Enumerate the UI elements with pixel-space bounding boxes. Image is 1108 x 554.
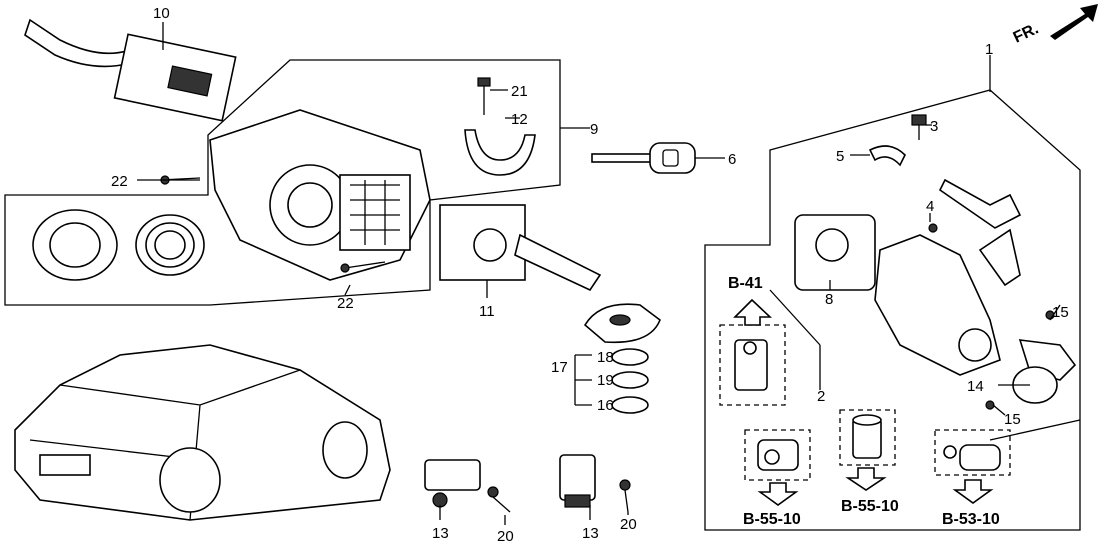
part-label-1: 1 <box>985 41 993 58</box>
steering-lock-body <box>874 234 1001 376</box>
cable-reel <box>32 209 205 281</box>
lock-cylinder-b41 <box>734 339 768 391</box>
arrow-down-icon <box>757 482 799 506</box>
part-label-2: 2 <box>817 388 825 405</box>
screw-15-lower <box>985 400 995 410</box>
bolt-21 <box>477 77 491 115</box>
ignition-switch-8 <box>794 214 876 291</box>
part-label-15-upper: 15 <box>1052 304 1069 321</box>
reference-box-b5310 <box>934 429 1011 476</box>
part-label-20-left: 20 <box>497 528 514 545</box>
part-label-19: 19 <box>597 372 614 389</box>
clamp-5 <box>868 145 906 167</box>
reference-label-b5510-left: B-55-10 <box>743 511 801 528</box>
arrow-up-icon <box>733 298 773 326</box>
part-label-22-lower: 22 <box>337 295 354 312</box>
part-label-17: 17 <box>551 359 568 376</box>
bolt-3 <box>911 114 927 140</box>
part-label-16: 16 <box>597 397 614 414</box>
key-6 <box>591 142 696 174</box>
arrow-down-icon <box>845 467 887 491</box>
part-label-6: 6 <box>728 151 736 168</box>
reference-label-b41: B-41 <box>728 275 763 292</box>
part-label-18: 18 <box>597 349 614 366</box>
key-cylinder-cover-14 <box>1012 339 1077 404</box>
screw-22-lower <box>340 261 386 273</box>
keyless-remote-17 <box>583 303 661 414</box>
part-label-22-upper: 22 <box>111 173 128 190</box>
combination-switch-body <box>209 109 431 281</box>
part-label-12: 12 <box>511 111 528 128</box>
sedan-car-illustration <box>14 344 391 521</box>
reference-label-b5310: B-53-10 <box>942 511 1000 528</box>
part-label-21: 21 <box>511 83 528 100</box>
part-label-9: 9 <box>590 121 598 138</box>
part-label-15-lower: 15 <box>1004 411 1021 428</box>
switch-13-right <box>559 454 596 508</box>
lock-cylinder-b5310 <box>943 444 1001 471</box>
front-direction-label: FR. <box>1011 20 1042 46</box>
reference-label-b5510-right: B-55-10 <box>841 498 899 515</box>
part-label-3: 3 <box>930 118 938 135</box>
part-label-13-left: 13 <box>432 525 449 542</box>
ignition-assembly-outline <box>704 89 1081 531</box>
switch-13-left <box>424 459 481 508</box>
bracket-12 <box>464 129 536 176</box>
part-label-5: 5 <box>836 148 844 165</box>
part-label-14: 14 <box>967 378 984 395</box>
part-label-13-right: 13 <box>582 525 599 542</box>
part-label-10: 10 <box>153 5 170 22</box>
part-label-4: 4 <box>926 198 934 215</box>
lock-cylinder-b5510a <box>757 439 799 471</box>
part-label-8: 8 <box>825 291 833 308</box>
screw-4 <box>928 223 938 233</box>
part-10-combination-switch <box>24 18 237 122</box>
lock-cylinder-b5510b <box>852 414 882 459</box>
part-label-11: 11 <box>479 303 495 320</box>
screw-20-left <box>487 486 511 513</box>
front-direction-arrow-icon <box>1050 4 1098 40</box>
screw-20-right <box>619 479 631 513</box>
part-11-combination-switch <box>439 204 602 292</box>
part-label-20-right: 20 <box>620 516 637 533</box>
arrow-down-icon <box>952 479 994 504</box>
reference-box-b5510b <box>839 409 896 466</box>
combination-switch-group-outline <box>4 59 561 306</box>
ignition-keys <box>938 178 1022 287</box>
reference-box-b5510a <box>744 429 811 481</box>
